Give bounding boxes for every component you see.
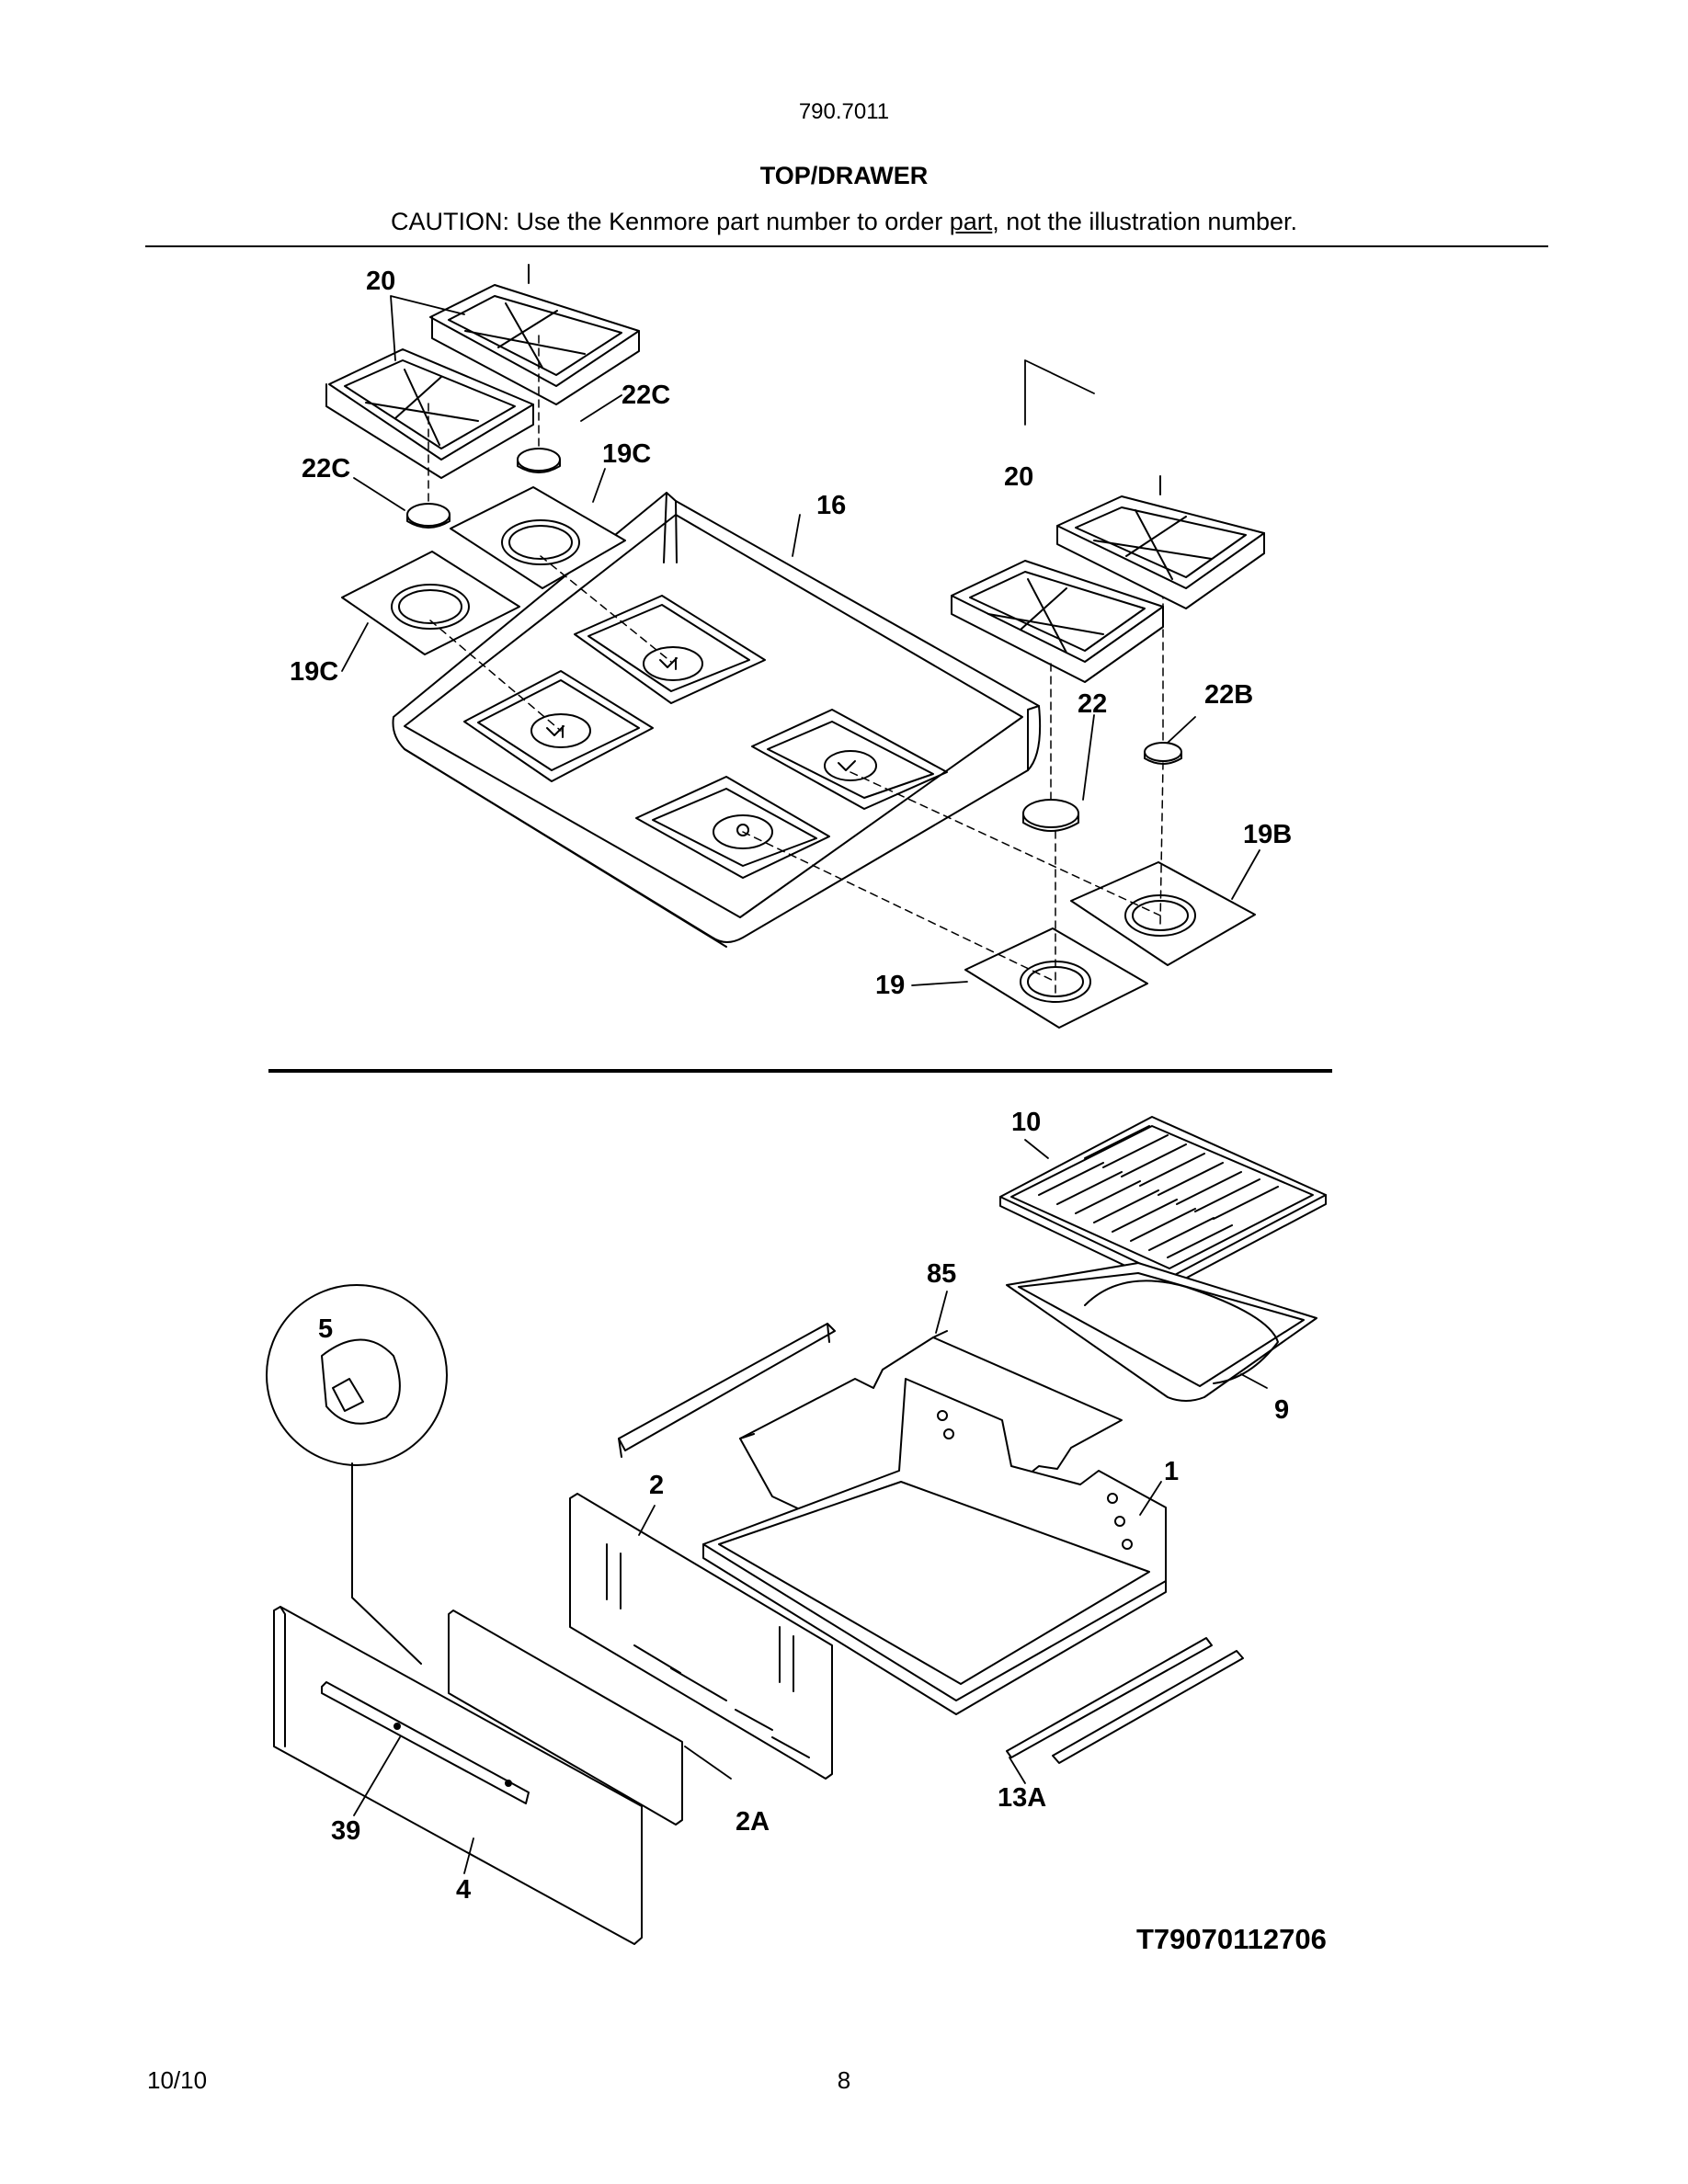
left-caps-and-heads	[341, 448, 626, 655]
callout-22c-upper: 22C	[622, 381, 671, 410]
drawer-body	[702, 1378, 1167, 1715]
callout-20-right: 20	[1004, 462, 1034, 492]
callout-22: 22	[1078, 689, 1108, 719]
caution-suffix: , not the illustration number.	[992, 208, 1297, 235]
right-burner-grates	[951, 475, 1265, 683]
callout-1: 1	[1164, 1457, 1180, 1486]
right-caps-and-heads	[964, 742, 1256, 1029]
left-burner-grates	[325, 264, 640, 479]
callout-16: 16	[816, 491, 847, 520]
callout-22c-lower: 22C	[302, 454, 351, 483]
model-number: 790.7011	[798, 99, 890, 124]
callout-2a: 2A	[736, 1807, 770, 1837]
cooktop-main-top	[392, 492, 1042, 948]
drawer-handle	[321, 1681, 530, 1804]
callout-39: 39	[331, 1816, 361, 1846]
callout-19c-lower: 19C	[290, 657, 339, 687]
knob-detail-circle	[266, 1284, 448, 1665]
footer-date: 10/10	[147, 2066, 208, 2094]
callout-22b: 22B	[1204, 680, 1254, 710]
figure-code: T79070112706	[1136, 1923, 1327, 1955]
page-number: 8	[837, 2066, 851, 2094]
callout-20-left: 20	[366, 267, 396, 296]
caution-prefix: CAUTION: Use the Kenmore part number to …	[391, 208, 950, 235]
broiler-pan	[1006, 1262, 1317, 1402]
callout-10: 10	[1011, 1108, 1042, 1137]
drawer-front-panel	[273, 1606, 643, 1945]
callout-19: 19	[875, 971, 906, 1000]
caution-underlined-word: part	[949, 208, 993, 235]
cooktop-burner-wells	[463, 595, 948, 879]
callout-2: 2	[649, 1471, 665, 1500]
drawer-back-panel	[569, 1493, 833, 1780]
top-leader-lines	[341, 295, 1260, 986]
section-title: TOP/DRAWER	[759, 162, 929, 189]
header-divider	[145, 245, 1548, 247]
callout-19c-upper: 19C	[602, 439, 652, 469]
caution-note: CAUTION: Use the Kenmore part number to …	[0, 208, 1688, 236]
top-alignment-lines	[428, 330, 1164, 994]
callout-85: 85	[927, 1259, 957, 1289]
callout-4: 4	[456, 1875, 472, 1905]
callout-5: 5	[318, 1314, 334, 1344]
callout-13a: 13A	[998, 1783, 1047, 1813]
drawer-rail-upper	[618, 1323, 836, 1458]
callout-19b: 19B	[1243, 820, 1293, 849]
drawer-slide-lower	[1006, 1637, 1244, 1764]
callout-9: 9	[1274, 1395, 1290, 1425]
drawer-leader-lines	[353, 1139, 1268, 1874]
drawer-front-inner	[448, 1610, 683, 1826]
broiler-pan-insert	[999, 1116, 1327, 1288]
section-divider	[268, 1069, 1332, 1073]
